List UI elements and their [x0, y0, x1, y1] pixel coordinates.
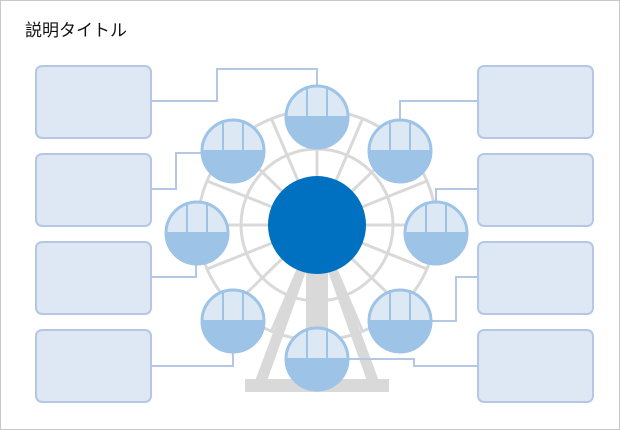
- left-text-box-4[interactable]: [35, 329, 152, 403]
- gondola-1: [284, 84, 350, 150]
- gondola-rim: [284, 84, 350, 150]
- left-leg: [255, 263, 309, 381]
- gondolas: [164, 84, 469, 392]
- connector-line: [151, 68, 318, 102]
- connector-line: [151, 152, 201, 190]
- connector-line: [151, 265, 197, 278]
- connector-line: [151, 353, 234, 367]
- gondola-rim: [367, 118, 433, 184]
- gondola-3: [403, 200, 469, 266]
- right-text-box-3[interactable]: [477, 241, 594, 315]
- connector-line: [432, 276, 478, 322]
- gondola-8: [200, 118, 266, 184]
- diagram-title: 説明タイトル: [25, 21, 127, 41]
- gondola-window: [202, 290, 264, 321]
- left-text-box-1[interactable]: [35, 65, 152, 139]
- hub: [268, 176, 366, 274]
- gondola-window: [166, 202, 228, 233]
- gondola-window: [286, 86, 348, 117]
- right-leg: [325, 263, 379, 381]
- gondola-7: [164, 200, 230, 266]
- gondola-rim: [200, 288, 266, 354]
- left-text-box-2[interactable]: [35, 153, 152, 227]
- connectors: [151, 68, 478, 367]
- gondola-5: [284, 326, 350, 392]
- connector-line: [399, 100, 478, 119]
- gondola-rim: [403, 200, 469, 266]
- gondola-rim: [284, 326, 350, 392]
- gondola-rim: [367, 288, 433, 354]
- gondola-window: [202, 120, 264, 151]
- gondola-2: [367, 118, 433, 184]
- right-text-box-1[interactable]: [477, 65, 594, 139]
- connector-line: [349, 358, 478, 367]
- connector-line: [435, 188, 478, 201]
- gondola-rim: [164, 200, 230, 266]
- left-text-box-3[interactable]: [35, 241, 152, 315]
- right-text-box-4[interactable]: [477, 329, 594, 403]
- gondola-4: [367, 288, 433, 354]
- gondola-window: [369, 120, 431, 151]
- gondola-rim: [200, 118, 266, 184]
- gondola-window: [369, 290, 431, 321]
- gondola-window: [405, 202, 467, 233]
- gondola-window: [286, 328, 348, 359]
- right-text-box-2[interactable]: [477, 153, 594, 227]
- text-boxes: [35, 65, 594, 403]
- gondola-6: [200, 288, 266, 354]
